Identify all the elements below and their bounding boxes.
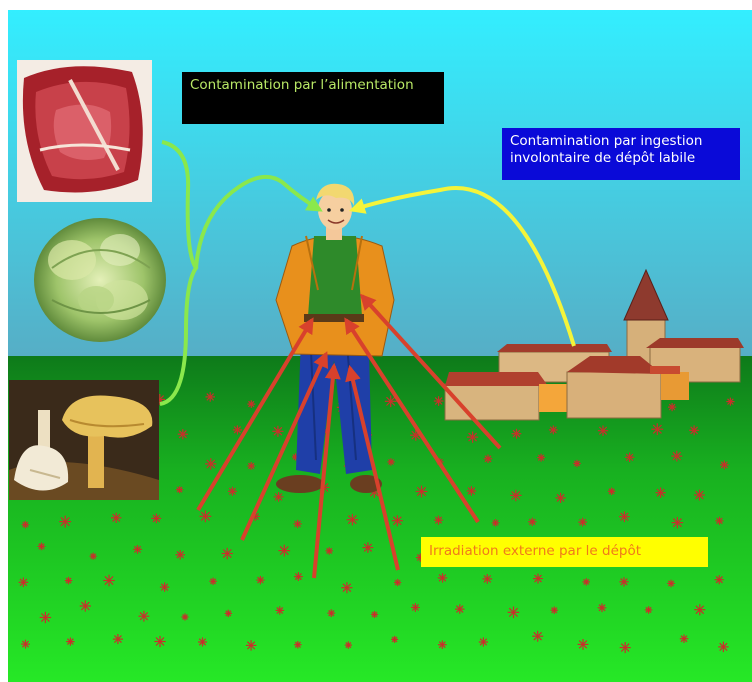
- deposit-star: [59, 516, 71, 528]
- deposit-star: [620, 642, 631, 653]
- deposit-star: [549, 426, 558, 435]
- deposit-star: [438, 573, 447, 582]
- deposit-star: [668, 403, 676, 411]
- ingestion-contamination-label: Contamination par ingestion involontaire…: [502, 128, 740, 180]
- deposit-star: [532, 631, 543, 642]
- deposit-star: [680, 635, 689, 644]
- deposit-star: [341, 582, 352, 593]
- deposit-star: [209, 578, 216, 585]
- deposit-star: [510, 490, 521, 502]
- deposit-star: [416, 486, 428, 498]
- deposit-star: [326, 547, 334, 555]
- deposit-star: [111, 513, 121, 523]
- deposit-star: [720, 461, 729, 470]
- deposit-star: [551, 607, 559, 614]
- deposit-star: [578, 639, 589, 650]
- deposit-star: [619, 577, 628, 586]
- deposit-star: [479, 637, 488, 646]
- deposit-star: [294, 520, 302, 528]
- deposit-star: [556, 493, 566, 503]
- deposit-star: [65, 577, 73, 584]
- deposit-star: [198, 637, 207, 646]
- deposit-star: [327, 609, 335, 617]
- deposit-star: [294, 572, 303, 581]
- deposit-star: [573, 460, 580, 467]
- deposit-star: [726, 398, 734, 406]
- deposit-star: [392, 515, 403, 526]
- deposit-star: [206, 392, 216, 402]
- external-irradiation-label: Irradiation externe par le dépôt: [421, 537, 708, 567]
- deposit-star: [66, 638, 74, 646]
- deposit-star: [276, 606, 285, 615]
- deposit-star: [139, 611, 150, 622]
- deposit-star: [160, 583, 169, 592]
- deposit-star: [715, 517, 723, 525]
- deposit-star: [228, 487, 237, 496]
- lettuce-icon: [34, 218, 166, 342]
- deposit-star: [434, 516, 443, 525]
- deposit-star: [21, 640, 30, 649]
- deposit-star: [222, 548, 233, 560]
- deposit-star: [455, 604, 464, 614]
- deposit-star: [176, 550, 186, 559]
- deposit-star: [371, 611, 378, 618]
- deposit-star: [345, 641, 352, 648]
- deposit-star: [583, 578, 591, 585]
- deposit-star: [278, 545, 290, 557]
- deposit-star: [528, 518, 536, 526]
- deposit-star: [492, 519, 499, 526]
- deposit-star: [694, 490, 705, 501]
- deposit-star: [718, 642, 728, 653]
- deposit-star: [394, 579, 401, 586]
- deposit-star: [483, 574, 493, 584]
- deposit-star: [294, 641, 302, 649]
- deposit-star: [619, 511, 630, 522]
- deposit-star: [434, 396, 444, 406]
- deposit-star: [715, 575, 724, 584]
- food-contamination-label: Contamination par l’alimentation: [182, 72, 444, 124]
- deposit-star: [467, 486, 476, 496]
- deposit-star: [103, 575, 115, 587]
- deposit-star: [672, 517, 684, 529]
- deposit-star: [113, 634, 123, 644]
- deposit-star: [656, 488, 666, 498]
- deposit-star: [133, 545, 142, 554]
- deposit-star: [608, 488, 615, 495]
- meat-icon: [17, 60, 152, 202]
- deposit-star: [347, 514, 359, 526]
- deposit-star: [651, 423, 663, 435]
- deposit-star: [205, 458, 216, 469]
- deposit-star: [391, 636, 398, 643]
- deposit-star: [694, 604, 705, 615]
- deposit-star: [176, 486, 183, 493]
- deposit-star: [667, 580, 675, 588]
- deposit-star: [40, 612, 51, 623]
- deposit-star: [645, 606, 653, 614]
- deposit-star: [200, 510, 212, 522]
- deposit-star: [671, 451, 682, 462]
- deposit-star: [508, 607, 520, 619]
- deposit-star: [512, 429, 522, 439]
- deposit-star: [247, 462, 255, 470]
- mushroom-icon: [9, 380, 159, 500]
- deposit-star: [178, 429, 188, 439]
- deposit-star: [625, 453, 634, 462]
- deposit-star: [598, 426, 608, 436]
- deposit-star: [19, 578, 29, 588]
